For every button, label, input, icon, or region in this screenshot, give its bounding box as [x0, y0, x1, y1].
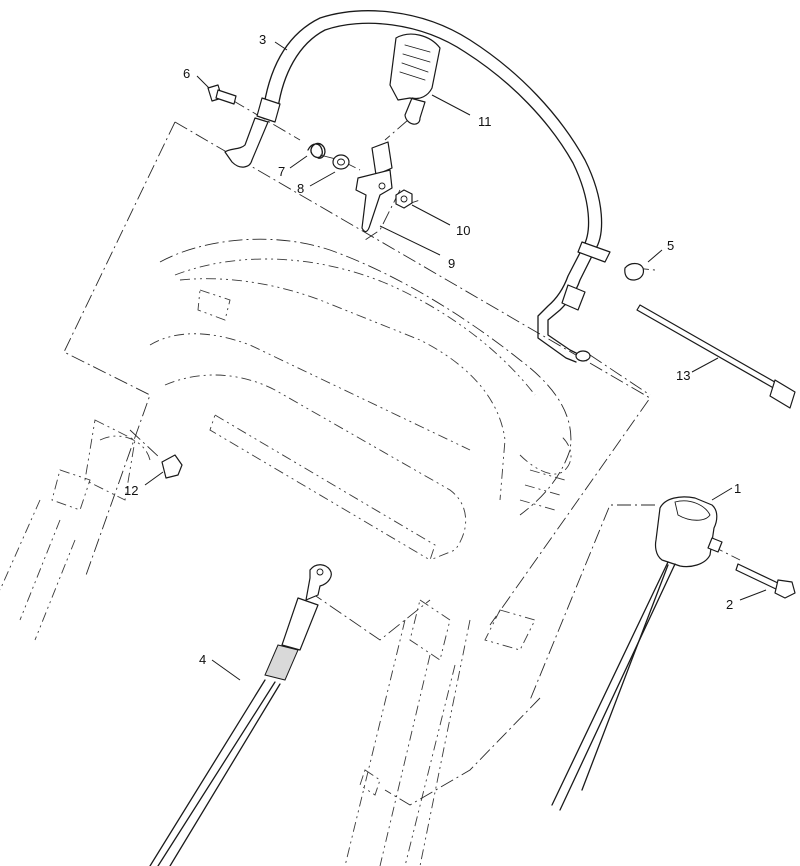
bolt-part-6: [207, 84, 237, 105]
spring-part-7: [307, 142, 326, 159]
drive-cable-part-4: [149, 564, 332, 866]
callout-3: 3: [259, 32, 266, 47]
callout-2: 2: [726, 597, 733, 612]
callout-10: 10: [456, 223, 470, 238]
nut-part-10: [395, 189, 413, 209]
spacer-part-8: [332, 154, 350, 170]
handle-grip-part-11: [389, 33, 441, 125]
callout-13: 13: [676, 368, 690, 383]
callout-5: 5: [667, 238, 674, 253]
callout-9: 9: [448, 256, 455, 271]
assembly-guide-lines: [129, 99, 741, 806]
leader-lines: [144, 41, 767, 681]
callout-labels: 1 2 3 4 5 6 7 8 9 10 11 12 13: [124, 32, 741, 667]
callout-12: 12: [124, 483, 138, 498]
bolt-part-2: [735, 563, 796, 599]
callout-4: 4: [199, 652, 206, 667]
phantom-handle-frame: [0, 121, 651, 866]
callout-1: 1: [734, 481, 741, 496]
callout-11: 11: [478, 114, 492, 129]
cable-tie-part-13: [636, 304, 796, 409]
callout-7: 7: [278, 164, 285, 179]
knob-part-5: [624, 262, 645, 281]
callout-8: 8: [297, 181, 304, 196]
control-lever-part-9: [355, 141, 393, 233]
control-box-part-1: [551, 496, 723, 811]
upper-handle: [224, 10, 611, 363]
cable-clip-part-12: [161, 454, 183, 479]
callout-6: 6: [183, 66, 190, 81]
